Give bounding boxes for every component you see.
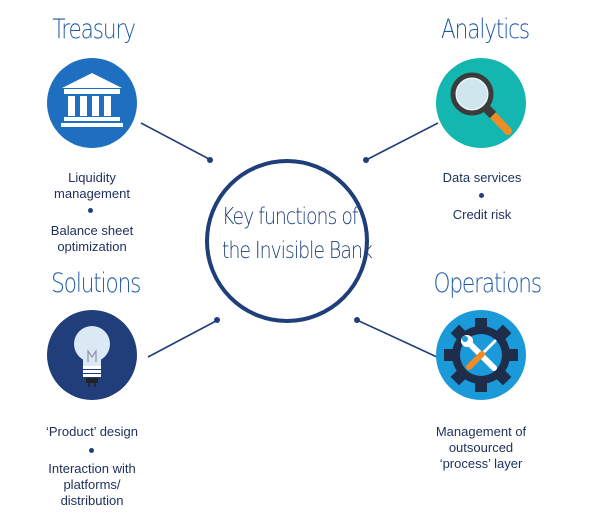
- solutions-item-2: Interaction with platforms/ distribution: [48, 461, 136, 508]
- solutions-item-1: ‘Product’ design: [45, 424, 138, 439]
- connector-analytics: [367, 122, 439, 160]
- analytics-item-2: Credit risk: [452, 207, 512, 222]
- analytics-title: Analytics: [441, 14, 530, 45]
- analytics-bullet: [479, 193, 484, 198]
- treasury-title: Treasury: [52, 14, 136, 45]
- bank-building-icon: [47, 58, 137, 148]
- operations-item-1: Management of outsourced ‘process’ layer: [435, 424, 527, 471]
- light-bulb-icon: [47, 310, 137, 400]
- gear-tools-icon: [436, 310, 526, 400]
- connector-dot-analytics: [363, 157, 369, 163]
- connector-dot-treasury: [207, 157, 213, 163]
- analytics-item-1: Data services: [442, 170, 522, 185]
- center-title-line-2: the Invisible Bank: [222, 238, 373, 264]
- center-title-line-1: Key functions of: [222, 204, 358, 230]
- treasury-bullet: [88, 208, 93, 213]
- treasury-item-2: Balance sheet optimization: [50, 223, 134, 254]
- magnifying-glass-icon: [436, 58, 526, 148]
- connector-treasury: [140, 122, 210, 160]
- connector-solutions: [147, 320, 217, 358]
- operations-title: Operations: [433, 268, 542, 299]
- solutions-bullet: [89, 448, 94, 453]
- center-ring: [205, 159, 369, 323]
- connector-dot-operations: [354, 317, 360, 323]
- connector-operations: [358, 320, 438, 358]
- connector-dot-solutions: [214, 317, 220, 323]
- solutions-title: Solutions: [51, 268, 141, 299]
- center-title: Key functions of the Invisible Bank: [208, 200, 373, 268]
- treasury-item-1: Liquidity management: [54, 170, 130, 201]
